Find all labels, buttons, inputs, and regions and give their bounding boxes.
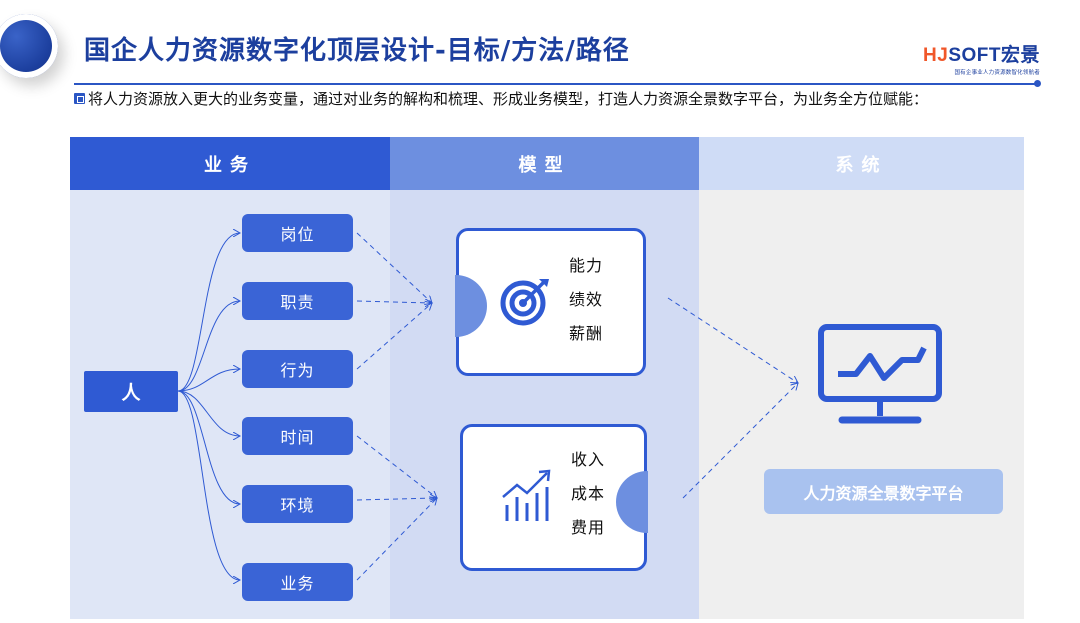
- platform-label: 人力资源全景数字平台: [764, 469, 1003, 514]
- business-item-yewu: 业务: [242, 563, 353, 601]
- card2-line-2: 成本: [571, 484, 606, 503]
- bullet-icon: [74, 93, 85, 104]
- dash-yewu-card2: [356, 498, 437, 581]
- dash-card2-monitor: [682, 383, 798, 499]
- brand-logo: HJSOFT宏景 国有企事业人力资源数智化领航者: [923, 40, 1040, 76]
- connector-person-yewu: [177, 390, 240, 580]
- brand-tagline: 国有企事业人力资源数智化领航者: [954, 70, 1040, 76]
- connector-person-shijian: [177, 390, 240, 436]
- monitor-chart-icon: [818, 324, 942, 424]
- card2-line-3: 费用: [571, 518, 606, 537]
- card-tab: [616, 471, 648, 533]
- page-title: 国企人力资源数字化顶层设计-目标/方法/路径: [84, 36, 630, 66]
- card2-lines: 收入 成本 费用: [571, 443, 605, 545]
- dash-card1-monitor: [667, 297, 798, 383]
- system-column-header: 系统: [699, 137, 1024, 190]
- card2-line-1: 收入: [571, 450, 606, 469]
- card-tab: [455, 275, 487, 337]
- card1-line-2: 绩效: [569, 290, 604, 309]
- business-item-huanjing: 环境: [242, 485, 353, 523]
- business-item-xingwei: 行为: [242, 350, 353, 388]
- brand-name-h: HJ: [923, 45, 949, 66]
- brand-name: HJSOFT宏景: [923, 40, 1040, 67]
- dash-zhize-card1: [356, 301, 432, 303]
- dash-xingwei-card1: [356, 303, 432, 370]
- connector-person-xingwei: [177, 369, 240, 392]
- card1-lines: 能力 绩效 薪酬: [569, 249, 603, 351]
- connector-person-gangwei: [177, 233, 240, 392]
- intro-paragraph: 将人力资源放入更大的业务变量，通过对业务的解构和梳理、形成业务模型，打造人力资源…: [74, 90, 1044, 108]
- model-card-capability: 能力 绩效 薪酬: [455, 228, 646, 376]
- business-item-shijian: 时间: [242, 417, 353, 455]
- connector-person-zhize: [177, 301, 240, 392]
- person-node: 人: [84, 371, 178, 412]
- model-column-header: 模型: [390, 137, 699, 190]
- card1-line-1: 能力: [569, 256, 604, 275]
- target-icon: [500, 279, 549, 326]
- growth-chart-icon: [502, 469, 551, 521]
- business-column-header: 业务: [70, 137, 390, 190]
- brand-name-rest: SOFT宏景: [948, 45, 1040, 66]
- system-column: 系统: [699, 137, 1024, 619]
- header-divider-dot: [1034, 80, 1041, 87]
- model-card-finance: 收入 成本 费用: [460, 424, 648, 571]
- intro-text: 将人力资源放入更大的业务变量，通过对业务的解构和梳理、形成业务模型，打造人力资源…: [88, 90, 929, 108]
- logo-circle: [0, 14, 58, 78]
- business-item-gangwei: 岗位: [242, 214, 353, 252]
- dash-shijian-card2: [356, 435, 437, 498]
- card1-line-3: 薪酬: [569, 324, 604, 343]
- dash-gangwei-card1: [356, 232, 432, 303]
- header-divider: [74, 83, 1036, 85]
- dash-huanjing-card2: [356, 498, 437, 500]
- connector-person-huanjing: [177, 390, 240, 504]
- business-item-zhize: 职责: [242, 282, 353, 320]
